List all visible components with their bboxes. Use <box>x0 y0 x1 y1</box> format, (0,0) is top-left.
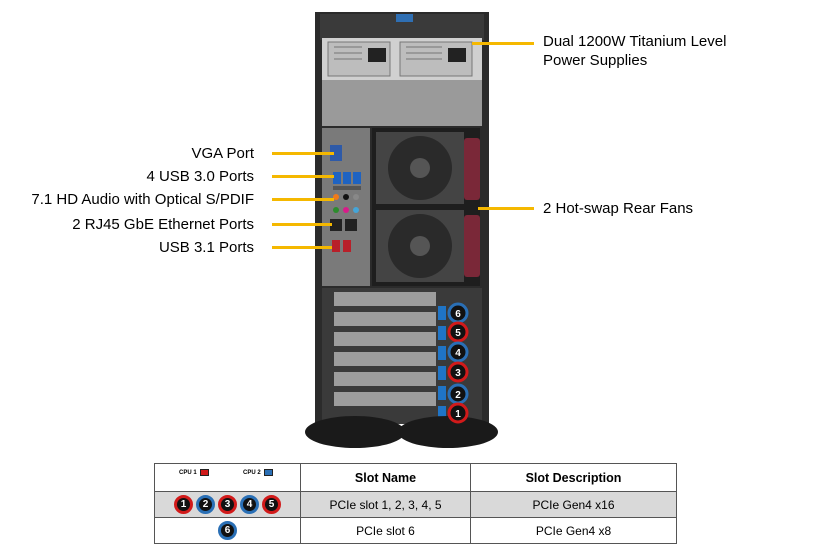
top-release-tab <box>396 14 413 22</box>
row1-slot-description: PCIe Gen4 x16 <box>470 491 677 518</box>
rear-fan-1 <box>376 132 464 204</box>
label-psu-line1: Dual 1200W Titanium Level <box>543 33 727 50</box>
psu-1-inlet <box>368 48 386 62</box>
rear-fan-2 <box>376 210 464 282</box>
svg-text:3: 3 <box>455 368 461 379</box>
label-rear-fans: 2 Hot-swap Rear Fans <box>543 200 694 217</box>
row2-slot-name: PCIe slot 6 <box>300 517 471 544</box>
leader-psu <box>472 42 534 45</box>
row2-badges: 6 <box>154 517 301 544</box>
vga-port <box>330 145 342 161</box>
rj45-ports <box>330 219 357 231</box>
table-row: 6 PCIe slot 6 PCIe Gen4 x8 <box>154 517 677 544</box>
svg-text:2: 2 <box>455 390 461 401</box>
cpu2-legend: CPU 2 <box>243 469 273 476</box>
row2-slot-description: PCIe Gen4 x8 <box>470 517 677 544</box>
badge-1: 1 <box>174 495 193 514</box>
slot-4-badge: 4 <box>447 341 469 363</box>
row1-slot-name: PCIe slot 1, 2, 3, 4, 5 <box>300 491 471 518</box>
label-rj45: 2 RJ45 GbE Ethernet Ports <box>72 216 254 233</box>
badge-6: 6 <box>218 521 237 540</box>
label-usb30: 4 USB 3.0 Ports <box>146 168 254 185</box>
leader-usb30 <box>272 175 334 178</box>
server-chassis-rear-view: 6 5 4 3 2 1 <box>305 12 498 448</box>
slot-2-badge: 2 <box>447 383 469 405</box>
header-slot-description: Slot Description <box>470 463 677 492</box>
leader-audio <box>272 198 334 201</box>
fan-2-handle <box>464 215 480 277</box>
pcie-slot-covers <box>334 292 436 406</box>
badge-3: 3 <box>218 495 237 514</box>
label-vga: VGA Port <box>191 145 254 162</box>
cpu1-legend: CPU 1 <box>179 469 209 476</box>
slot-table-header: CPU 1 CPU 2 Slot Name Slot Description <box>154 463 677 492</box>
cpu2-legend-label: CPU 2 <box>243 470 261 477</box>
header-slot-name: Slot Name <box>300 463 471 492</box>
usb-3-1-ports <box>332 240 351 252</box>
svg-text:5: 5 <box>455 328 461 339</box>
leader-usb31 <box>272 246 332 249</box>
slot-5-badge: 5 <box>447 321 469 343</box>
slot-3-badge: 3 <box>447 361 469 383</box>
cpu1-swatch <box>199 469 209 476</box>
label-usb31: USB 3.1 Ports <box>158 239 254 256</box>
label-audio: 7.1 HD Audio with Optical S/PDIF <box>31 191 254 208</box>
cpu-legend-cell: CPU 1 CPU 2 <box>154 463 301 492</box>
fan-1-handle <box>464 138 480 200</box>
svg-text:4: 4 <box>455 348 461 359</box>
audio-jacks <box>333 194 359 213</box>
slot-1-badge: 1 <box>447 402 469 424</box>
chassis-foot-right <box>398 416 498 448</box>
cpu1-legend-label: CPU 1 <box>179 470 197 477</box>
leader-rj45 <box>272 223 332 226</box>
leader-fans <box>478 207 534 210</box>
usb-3-ports <box>333 172 361 190</box>
badge-5: 5 <box>262 495 281 514</box>
pcie-slot-latches <box>438 306 446 420</box>
svg-text:6: 6 <box>455 309 461 320</box>
cpu2-swatch <box>263 469 273 476</box>
slot-6-badge: 6 <box>447 302 469 324</box>
upper-panel <box>322 80 482 126</box>
badge-2: 2 <box>196 495 215 514</box>
slot-table: CPU 1 CPU 2 Slot Name Slot Description 1… <box>154 463 677 544</box>
leader-vga <box>272 152 334 155</box>
psu-2-inlet <box>448 48 466 62</box>
label-psu-line2: Power Supplies <box>543 52 648 69</box>
svg-text:1: 1 <box>455 409 461 420</box>
badge-4: 4 <box>240 495 259 514</box>
chassis-foot-left <box>305 416 405 448</box>
